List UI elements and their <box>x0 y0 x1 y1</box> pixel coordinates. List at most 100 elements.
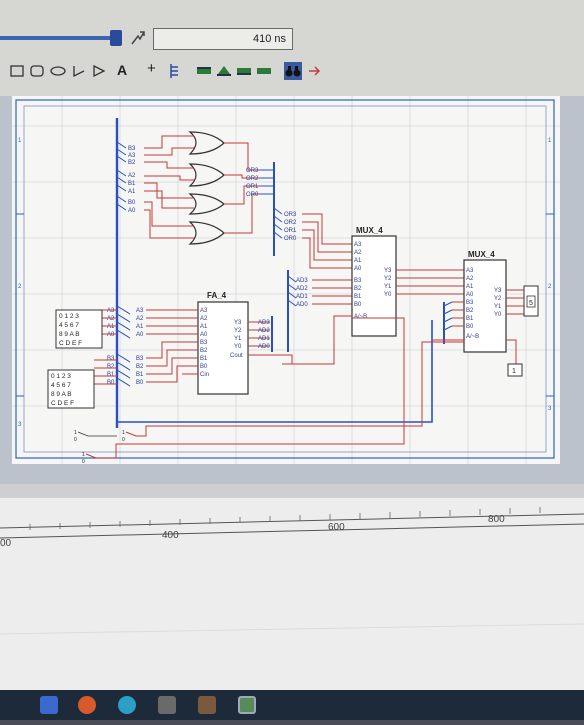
mux-pin: Y0 <box>494 312 502 318</box>
browser-icon[interactable] <box>78 696 96 714</box>
mux-pin: B3 <box>466 300 474 306</box>
power-icon[interactable] <box>216 62 232 80</box>
toggle-switch-3[interactable]: 1 0 <box>82 317 405 465</box>
simulation-time-field[interactable]: 410 ns <box>153 28 293 50</box>
toggle-switch-1[interactable]: 1 0 <box>74 430 117 443</box>
mux2-b-wires <box>432 301 464 341</box>
binoculars-icon[interactable] <box>284 62 302 80</box>
mux1-input-pins: A3 A2 A1 A0 B3 B2 B1 B0 A/~B <box>354 242 367 320</box>
or-gate-0[interactable] <box>188 221 225 245</box>
fa-wire-label: A0 <box>107 332 115 338</box>
mux4-block-1[interactable] <box>351 235 397 337</box>
terminal-icon[interactable] <box>236 62 252 80</box>
or-output-label: OR3 <box>246 168 259 174</box>
files-icon[interactable] <box>198 696 216 714</box>
rectangle-icon[interactable] <box>10 62 24 80</box>
hex-keypad-top[interactable]: 0 1 2 3 4 5 6 7 8 9 A B C D E F <box>55 309 103 349</box>
toggle-switch-2[interactable]: 1 0 <box>122 341 464 443</box>
or-bus-taps <box>116 141 127 211</box>
fa-input-wires <box>146 309 198 383</box>
fa-wire-label: B2 <box>107 364 115 370</box>
ad-bus-taps <box>287 275 297 307</box>
fa-wire-label: A1 <box>107 324 115 330</box>
or-input-label: B1 <box>128 181 136 187</box>
fa4-pin: Y2 <box>234 328 242 334</box>
row-marker-right-2: 2 <box>548 284 552 290</box>
net-label: AD0 <box>258 344 270 350</box>
logic-simulator-icon[interactable] <box>238 696 256 714</box>
mux-pin: B3 <box>354 278 362 284</box>
or-bus-taps-out <box>273 207 283 239</box>
fa-wire-label: A3 <box>107 308 115 314</box>
mux-pin: Y2 <box>384 276 392 282</box>
waveform-timeline[interactable]: 00 400 600 800 <box>0 484 584 720</box>
mux-pin: B0 <box>466 324 474 330</box>
or-gate-3[interactable] <box>188 131 225 155</box>
or-to-mux-wires <box>302 213 352 269</box>
polyline-icon[interactable] <box>72 62 86 80</box>
or-output-label: OR1 <box>246 184 259 190</box>
net-label: AD2 <box>296 286 308 292</box>
schematic-canvas[interactable]: 1 2 3 1 2 3 B3 A3 B2 A2 B1 A1 B0 A0 <box>12 96 560 465</box>
fa4-pin: Y0 <box>234 344 242 350</box>
or-input-labels: B3 A3 B2 A2 B1 A1 B0 A0 <box>128 146 136 214</box>
edge-icon[interactable] <box>118 696 136 714</box>
fa4-block[interactable] <box>197 301 249 395</box>
probe-wire <box>506 339 517 364</box>
mux2-output-pins: Y3 Y2 Y1 Y0 <box>494 288 502 318</box>
app-icon[interactable] <box>158 696 176 714</box>
wire-icon[interactable] <box>256 62 272 80</box>
fa-wire-label: A2 <box>107 316 115 322</box>
probe-box <box>507 363 523 377</box>
tick-label: 400 <box>162 530 179 541</box>
text-icon[interactable]: A <box>117 62 128 78</box>
or-input-label: A3 <box>128 153 136 159</box>
crosshair-icon[interactable]: + <box>147 60 156 77</box>
mux-pin: B2 <box>466 308 474 314</box>
or-tap-label: OR0 <box>284 236 297 242</box>
schematic-sheet[interactable]: 1 2 3 1 2 3 B3 A3 B2 A2 B1 A1 B0 A0 <box>12 96 560 465</box>
start-icon[interactable] <box>40 696 58 714</box>
ellipse-icon[interactable] <box>50 62 66 80</box>
simulation-slider[interactable] <box>0 36 118 40</box>
or-input-label: B2 <box>128 160 136 166</box>
simulation-toolbar-area: 410 ns A + <box>0 0 584 96</box>
mux1-output-pins: Y3 Y2 Y1 Y0 <box>384 268 392 298</box>
fa4-pin: Y1 <box>234 336 242 342</box>
or-bus-entries <box>260 169 274 195</box>
or-tap-label: OR3 <box>284 212 297 218</box>
fa-bus-label: A0 <box>136 332 144 338</box>
fa-bus-label: B2 <box>136 364 144 370</box>
mux-pin: B1 <box>466 316 474 322</box>
mux4-block-2[interactable] <box>463 259 507 353</box>
hex-keypad-bottom[interactable]: 0 1 2 3 4 5 6 7 8 9 A B C D E F <box>47 369 95 409</box>
tick-label: 600 <box>328 522 345 533</box>
mux2-input-pins: A3 A2 A1 A0 B3 B2 B1 B0 A/~B <box>466 268 479 340</box>
fa4-pin: B0 <box>200 364 208 370</box>
net-label: AD2 <box>258 328 270 334</box>
mux-pin: Y1 <box>494 304 502 310</box>
run-simulation-icon[interactable] <box>130 30 146 46</box>
fa-bus-label: A2 <box>136 316 144 322</box>
switch-label: 1 <box>122 430 125 436</box>
rounded-rect-icon[interactable] <box>30 62 44 80</box>
tick-label: 00 <box>0 538 12 549</box>
or-tap-label: OR1 <box>284 228 297 234</box>
polygon-icon[interactable] <box>92 62 106 80</box>
or-gate-1[interactable] <box>188 193 225 215</box>
mux-pin: A2 <box>466 276 474 282</box>
keypad-row: 0 1 2 3 <box>51 373 71 380</box>
slider-thumb[interactable] <box>110 30 122 46</box>
or-gate-2[interactable] <box>188 163 225 187</box>
net-label: AD1 <box>258 336 270 342</box>
fa-wire-label: B0 <box>107 380 115 386</box>
ad-to-mux-wires <box>312 279 352 305</box>
keypad-row: C D E F <box>59 340 82 347</box>
ground-icon[interactable] <box>196 62 212 80</box>
or-output-labels: OR3 OR2 OR1 OR0 <box>246 168 259 198</box>
bus-icon[interactable] <box>168 62 182 80</box>
time-axis <box>0 513 584 529</box>
fa4-pin: B3 <box>200 340 208 346</box>
probe-icon[interactable] <box>306 62 322 80</box>
or-input-label: A0 <box>128 208 136 214</box>
